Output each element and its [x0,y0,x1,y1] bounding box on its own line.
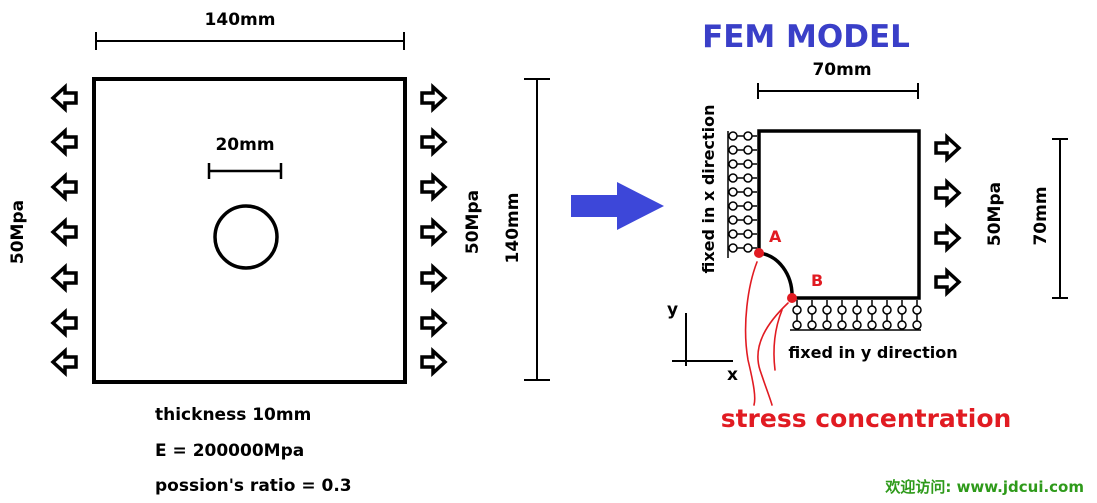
model-width-label: 70mm [812,60,871,80]
load-arrow-left [51,85,78,111]
load-arrow-left [51,129,78,155]
transition-arrow [571,182,664,230]
roller-support [728,215,757,225]
coordinate-axes [672,313,733,366]
fem-model-diagram: FEM MODEL 70mm fixed in x direction fixe… [667,19,1068,433]
load-arrow-right [420,85,447,111]
roller-support [822,300,832,330]
roller-support [728,243,757,253]
x-roller-supports [727,131,757,258]
load-arrow-left [51,349,78,375]
axis-y-label: y [667,300,678,320]
roller-support [728,229,757,239]
roller-support [882,300,892,330]
left-load-arrows [51,85,78,375]
load-arrow-right [934,225,961,251]
hole [213,204,279,270]
roller-support [867,300,877,330]
hole-diameter-label: 20mm [215,135,274,155]
plate-height-label: 140mm [503,193,523,264]
fixed-y-label: fixed in y direction [788,343,957,362]
roller-support [792,300,802,330]
roller-support [728,201,757,211]
load-arrow-right [934,135,961,161]
point-a-marker [754,248,764,258]
hole-dimension [207,163,283,179]
load-arrow-right [420,349,447,375]
point-b-marker [787,293,797,303]
model-height-dimension [1052,138,1068,299]
plate-width-label: 140mm [205,10,276,30]
roller-support [728,187,757,197]
point-b-label: B [811,271,823,290]
roller-support [852,300,862,330]
right-load-arrows [420,85,447,375]
model-width-dimension [757,83,919,99]
load-arrow-right [420,129,447,155]
plate-width-dimension [95,32,405,50]
y-roller-supports [790,300,922,331]
watermark: 欢迎访问: www.jdcui.com [884,478,1084,496]
stress-concentration-label: stress concentration [721,404,1012,433]
load-arrow-right [420,174,447,200]
roller-support [728,131,757,141]
roller-support [728,159,757,169]
left-load-label: 50Mpa [8,200,28,264]
plate-diagram: 140mm 20mm [8,10,550,496]
load-arrow-left [51,265,78,291]
load-arrow-right [934,269,961,295]
roller-support [837,300,847,330]
thickness-label: thickness 10mm [155,405,311,425]
roller-support [728,145,757,155]
load-arrow-left [51,310,78,336]
poisson-label: possion's ratio = 0.3 [155,476,352,496]
quarter-model [757,129,921,300]
model-height-label: 70mm [1031,186,1051,245]
roller-support [912,300,922,330]
roller-support [807,300,817,330]
load-arrow-right [420,310,447,336]
fem-title: FEM MODEL [702,19,910,55]
stress-leader-lines [744,261,789,406]
fixed-x-label: fixed in x direction [699,104,718,273]
point-a-label: A [769,227,782,246]
load-arrow-right [934,180,961,206]
load-arrow-right [420,265,447,291]
model-load-label: 50Mpa [985,182,1005,246]
axis-x-label: x [727,365,738,385]
roller-support [728,173,757,183]
right-load-label: 50Mpa [463,190,483,254]
load-arrow-left [51,174,78,200]
load-arrow-right [420,219,447,245]
roller-support [897,300,907,330]
plate-height-dimension [524,78,550,381]
modulus-label: E = 200000Mpa [155,441,304,461]
load-arrow-left [51,219,78,245]
plate [92,77,407,384]
model-load-arrows [934,135,961,295]
